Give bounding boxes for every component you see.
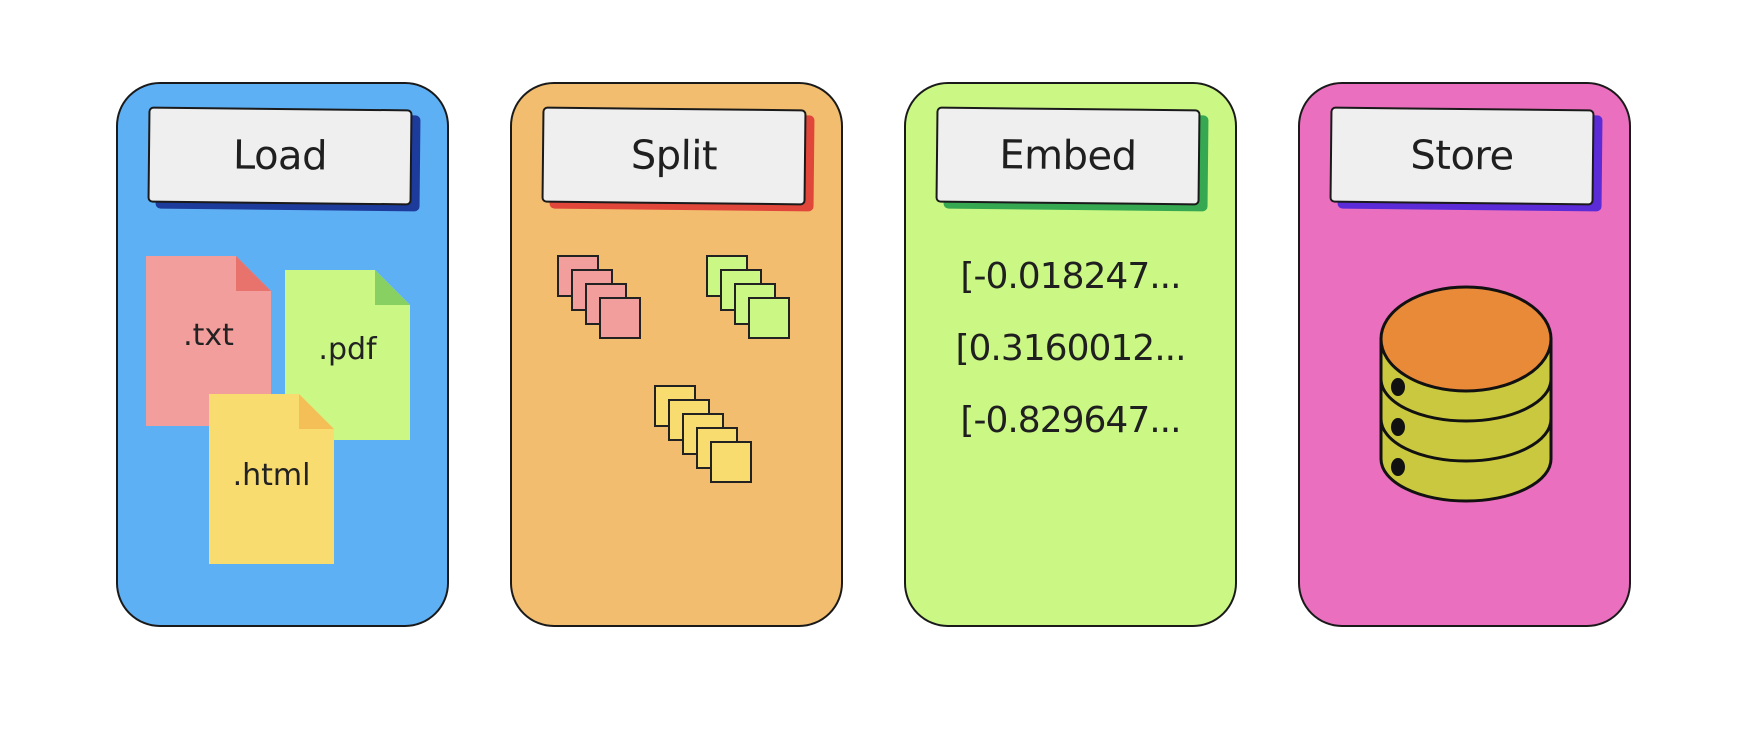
split-stage-card: Split	[510, 82, 843, 627]
store-label: Store	[1410, 132, 1514, 180]
yellow-chunk-stack-icon	[654, 385, 752, 483]
red-chunk-stack-icon	[557, 255, 641, 339]
embedding-vector-2: [0.3160012...	[955, 328, 1186, 369]
embed-label-box: Embed	[935, 106, 1201, 206]
embed-stage-card: Embed [-0.018247... [0.3160012... [-0.82…	[904, 82, 1237, 627]
embedding-vector-3: [-0.829647...	[960, 400, 1181, 441]
store-stage-card: Store	[1298, 82, 1631, 627]
txt-file-label: .txt	[183, 318, 234, 353]
database-icon	[1379, 285, 1553, 503]
split-label-box: Split	[541, 106, 807, 206]
load-label: Load	[232, 132, 328, 180]
pdf-file-icon: .pdf	[285, 270, 410, 440]
embed-label: Embed	[999, 132, 1137, 180]
split-label: Split	[630, 132, 718, 180]
embedding-vector-1: [-0.018247...	[960, 256, 1181, 297]
load-stage-card: Load .txt .pdf .html	[116, 82, 449, 627]
store-label-box: Store	[1329, 106, 1595, 206]
load-label-box: Load	[147, 106, 413, 206]
green-chunk-stack-icon	[706, 255, 790, 339]
pdf-file-label: .pdf	[318, 332, 377, 367]
html-file-icon: .html	[209, 394, 334, 564]
html-file-label: .html	[232, 458, 311, 493]
txt-file-icon: .txt	[146, 256, 271, 426]
